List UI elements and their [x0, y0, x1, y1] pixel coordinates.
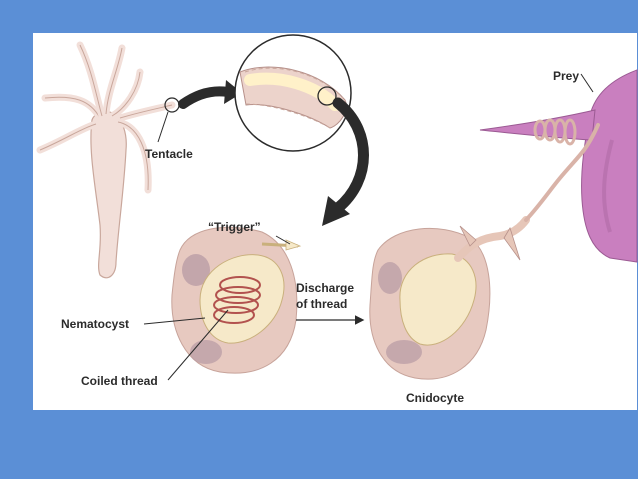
tentacle-leader-line — [157, 111, 169, 143]
discharge-label-line1: Discharge — [296, 281, 354, 295]
cnidocyte-undischarged — [171, 226, 302, 374]
zoom-arrow-1-head — [224, 80, 242, 104]
trigger-label: “Trigger” — [208, 220, 261, 234]
cnidocyte-label: Cnidocyte — [406, 391, 464, 405]
discharge-label-line2: of thread — [296, 297, 347, 311]
nematocyst-label: Nematocyst — [61, 317, 129, 331]
trigger-leader-line — [275, 235, 291, 245]
hydra-illustration — [36, 41, 180, 279]
coiled-thread-leader-line — [167, 309, 229, 381]
zoom-arrow-1 — [178, 86, 233, 109]
prey-leader-line — [580, 73, 594, 93]
tentacle-label: Tentacle — [145, 147, 193, 161]
zoom-arrow-2 — [332, 97, 369, 214]
coiled-thread-label: Coiled thread — [81, 374, 158, 388]
hydra-body — [90, 111, 127, 279]
nematocyst-leader-line — [143, 317, 206, 325]
discharged-thread — [524, 123, 600, 222]
cnidocyte-zoom-marker — [317, 86, 337, 106]
prey-label: Prey — [553, 69, 579, 83]
zoom-arrow-2-head — [322, 196, 350, 226]
magnified-tentacle — [234, 34, 352, 152]
cnidocyte-discharged — [369, 118, 600, 380]
